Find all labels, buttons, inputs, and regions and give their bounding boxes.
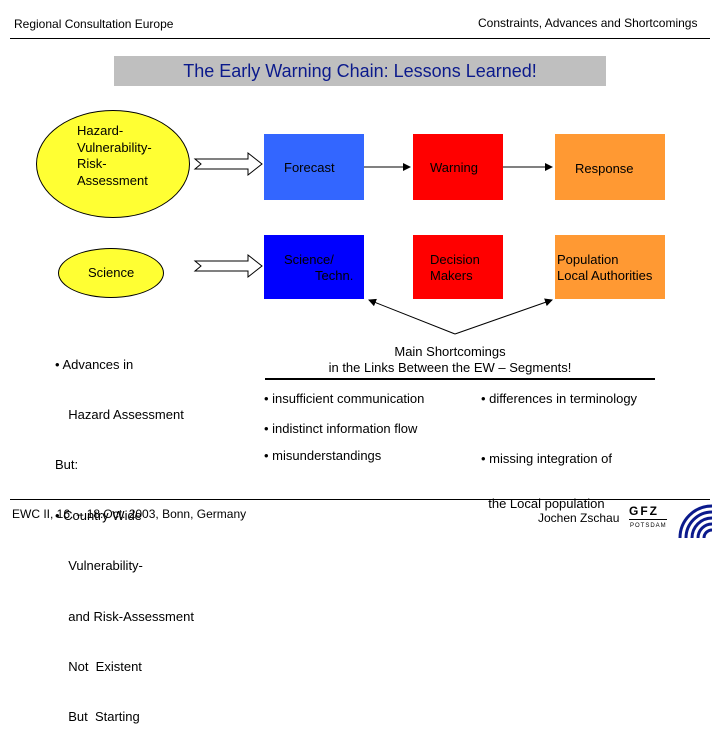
hazard-line-1: Hazard- <box>77 123 124 138</box>
decision-makers-line-1: Decision <box>430 252 480 267</box>
gfz-logo: GFZ POTSDAM <box>627 502 671 536</box>
shortcoming-item: • indistinct information flow <box>264 421 418 436</box>
shortcomings-heading-line-2: in the Links Between the EW – Segments! <box>328 360 572 375</box>
warning-label: Warning <box>430 160 478 175</box>
left-bullet-line: and Risk-Assessment <box>61 608 194 624</box>
forecast-label: Forecast <box>284 160 335 175</box>
warning-box: Warning <box>413 134 503 200</box>
left-bullet-line: • Country Wide <box>55 507 142 523</box>
footer-rule <box>10 499 710 500</box>
shortcoming-item: • misunderstandings <box>264 448 382 463</box>
science-techn-line-1: Science/ <box>284 252 334 267</box>
gfz-logo-subtext: POTSDAM <box>630 523 667 529</box>
hazard-line-2: Vulnerability- <box>77 139 152 155</box>
response-label: Response <box>575 161 634 176</box>
science-techn-line-2: Techn. <box>315 268 354 283</box>
block-arrow-hazard <box>193 151 263 177</box>
shortcomings-heading: Main Shortcomings in the Links Between t… <box>300 344 600 376</box>
shortcomings-heading-line-1: Main Shortcomings <box>394 344 506 359</box>
hazard-line-4: Assessment <box>77 172 148 188</box>
header-left: Regional Consultation Europe <box>14 17 174 31</box>
left-bullet-line: Hazard Assessment <box>61 406 184 422</box>
science-ellipse: Science <box>58 248 164 298</box>
population-line-2: Local Authorities <box>557 268 653 283</box>
population-line-1: Population <box>557 252 619 267</box>
response-box: Response <box>555 134 665 200</box>
footer-author: Jochen Zschau <box>538 511 620 525</box>
shortcoming-item: • insufficient communication <box>264 391 425 406</box>
gfz-logo-text: GFZ <box>629 504 659 518</box>
left-bullet-line: • Advances in <box>55 356 134 372</box>
gfz-logo-bar <box>629 519 667 520</box>
population-box: Population Local Authorities <box>555 235 665 299</box>
left-bullet-line: But: <box>55 457 79 473</box>
shortcoming-item-line: • missing integration of <box>481 451 613 466</box>
footer-left: EWC II, 16. – 18.Oct. 2003, Bonn, German… <box>12 507 247 521</box>
header-rule <box>10 38 710 39</box>
decision-makers-line-2: Makers <box>430 268 473 283</box>
science-techn-box: Science/ Techn. <box>264 235 364 299</box>
shortcoming-item: • differences in terminology <box>481 391 638 406</box>
hazard-line-3: Risk- <box>77 156 107 171</box>
arrows-layer <box>193 151 553 335</box>
shortcomings-arrow-left <box>368 298 456 335</box>
block-arrow-science <box>193 253 263 279</box>
decision-makers-box: Decision Makers <box>413 235 503 299</box>
left-bullets: • Advances in Hazard Assessment But: • C… <box>55 323 194 743</box>
header-right: Constraints, Advances and Shortcomings <box>478 16 698 30</box>
shortcomings-rule <box>265 378 655 380</box>
left-bullet-line: Vulnerability- <box>61 558 143 574</box>
slide-title: The Early Warning Chain: Lessons Learned… <box>114 56 606 86</box>
hazard-assessment-ellipse: Hazard- Vulnerability- Risk- Assessment <box>36 110 190 218</box>
forecast-box: Forecast <box>264 134 364 200</box>
left-bullet-line: But Starting <box>61 709 140 725</box>
left-bullet-line: Not Existent <box>61 658 142 674</box>
science-label: Science <box>88 265 135 280</box>
shortcomings-arrow-right <box>454 298 553 335</box>
